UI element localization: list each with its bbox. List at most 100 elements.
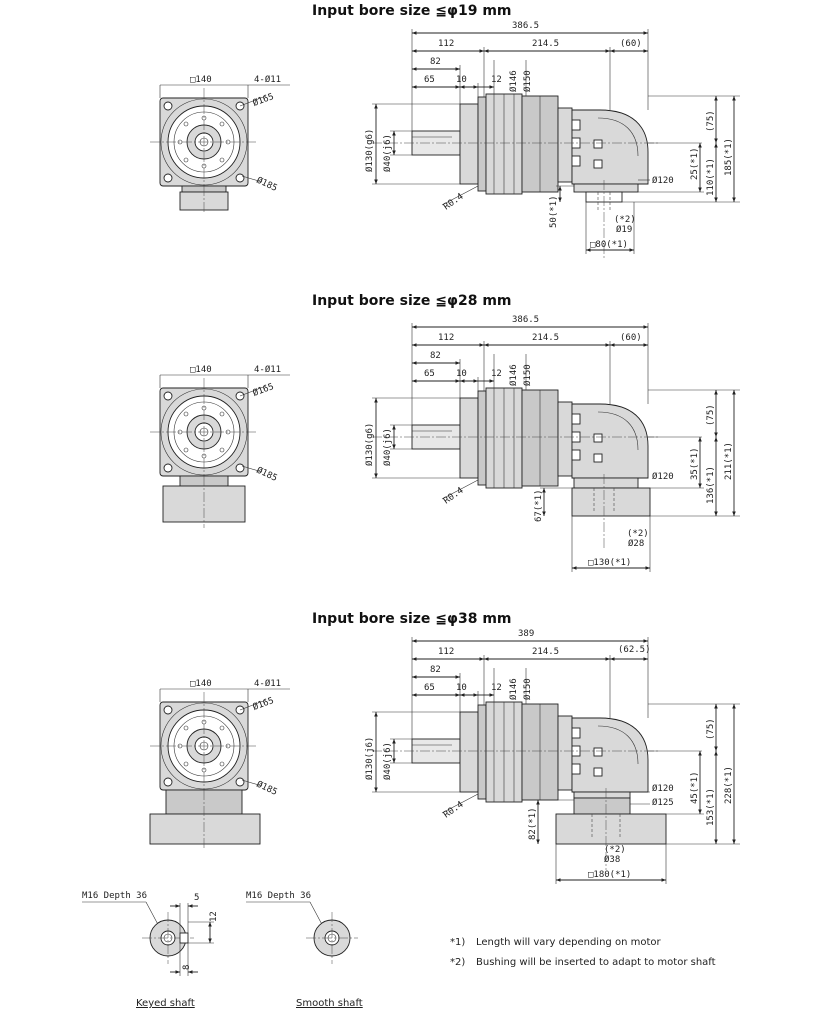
note-mark-1: *1) xyxy=(450,937,465,948)
dim-overall: 386.5 xyxy=(512,315,539,325)
dim-square: □140 xyxy=(190,75,212,85)
dim-pilot: Ø130(g6) xyxy=(364,129,375,172)
dim-tail: (62.5) xyxy=(618,645,651,655)
dim-shaft: Ø40(j6) xyxy=(382,742,393,780)
dim-67: 67(*1) xyxy=(534,489,544,522)
dim-146: Ø146 xyxy=(508,364,519,386)
dim-150: Ø150 xyxy=(522,364,533,386)
dim-output-length: 112 xyxy=(438,39,454,49)
smooth-thread-label: M16 Depth 36 xyxy=(246,891,311,901)
key-depth: 8 xyxy=(182,965,192,970)
front-view: □140 4-Ø11 Ø165 Ø185 xyxy=(149,74,291,214)
dim-flange-dia: Ø120 xyxy=(652,471,674,482)
side-view: 386.5 112 214.5 (60) 82 65 10 12 Ø146 Ø1… xyxy=(364,21,740,260)
dim-65: 65 xyxy=(424,683,435,693)
dim-diag: Ø185 xyxy=(255,779,279,798)
view-title: Input bore size ≦φ38 mm xyxy=(312,611,512,627)
dim-holes: 4-Ø11 xyxy=(254,678,281,689)
dim-overall: 386.5 xyxy=(512,21,539,31)
dim-shaft-length: 82 xyxy=(430,351,441,361)
note-text-2: Bushing will be inserted to adapt to mot… xyxy=(476,957,716,968)
dim-shaft-length: 82 xyxy=(430,665,441,675)
dim-65: 65 xyxy=(424,75,435,85)
dim-10: 10 xyxy=(456,683,467,693)
dim-flange-dia: Ø120 xyxy=(652,175,674,186)
dim-pcd: Ø165 xyxy=(251,695,275,713)
front-view: □140 4-Ø11 Ø165 Ø185 xyxy=(149,364,291,528)
dim-flange-dia-2: Ø125 xyxy=(652,797,674,808)
dim-10: 10 xyxy=(456,369,467,379)
dim-body-length: 214.5 xyxy=(532,647,559,657)
dim-12: 12 xyxy=(491,369,502,379)
dim-holes: 4-Ø11 xyxy=(254,364,281,375)
dim-overall: 389 xyxy=(518,629,534,639)
dim-square: □140 xyxy=(190,679,212,689)
dim-holes: 4-Ø11 xyxy=(254,74,281,85)
dim-tail: (60) xyxy=(620,39,642,49)
smooth-caption: Smooth shaft xyxy=(296,998,363,1009)
dim-radius: R0.4 xyxy=(442,192,466,213)
key-width: 5 xyxy=(194,893,199,903)
dim-65: 65 xyxy=(424,369,435,379)
dim-150: Ø150 xyxy=(522,70,533,92)
dim-shaft: Ø40(j6) xyxy=(382,428,393,466)
dim-flange-dia: Ø120 xyxy=(652,783,674,794)
dim-75: (75) xyxy=(706,718,716,740)
keyed-caption: Keyed shaft xyxy=(136,998,195,1009)
dim-12: 12 xyxy=(491,75,502,85)
dim-output-length: 112 xyxy=(438,333,454,343)
dim-pilot: Ø130(j6) xyxy=(364,737,375,780)
view-title: Input bore size ≦φ28 mm xyxy=(312,293,512,309)
dim-82: 82(*1) xyxy=(528,807,538,840)
dim-radius: R0.4 xyxy=(442,486,466,507)
dim-35: 35(*1) xyxy=(690,447,700,480)
smooth-shaft-detail: M16 Depth 36 Smooth shaft xyxy=(246,891,363,1009)
dim-150: Ø150 xyxy=(522,678,533,700)
dim-75: (75) xyxy=(706,404,716,426)
dim-diag: Ø185 xyxy=(255,175,279,194)
dim-185: 185(*1) xyxy=(724,138,734,176)
dim-pcd: Ø165 xyxy=(251,91,275,109)
keyed-shaft-detail: M16 Depth 36 5 12 8 Keyed shaft xyxy=(82,891,219,1009)
dim-146: Ø146 xyxy=(508,678,519,700)
dim-motor-square: □80(*1) xyxy=(590,240,628,250)
view-bore-28: Input bore size ≦φ28 mm □140 4-Ø11 Ø165 … xyxy=(149,293,740,572)
dim-shaft-length: 82 xyxy=(430,57,441,67)
dim-diag: Ø185 xyxy=(255,465,279,484)
dim-25: 25(*1) xyxy=(690,147,700,180)
front-view: □140 4-Ø11 Ø165 Ø185 xyxy=(149,678,291,850)
side-view: 386.5 112 214.5 (60) 82 65 10 12 Ø146 Ø1… xyxy=(364,315,740,572)
bushing-note: (*2) xyxy=(614,215,636,225)
dim-bore: Ø38 xyxy=(604,854,620,865)
dim-50: 50(*1) xyxy=(549,195,559,228)
dim-228: 228(*1) xyxy=(724,766,734,804)
notes: *1) Length will vary depending on motor … xyxy=(450,937,716,968)
dim-pilot: Ø130(g6) xyxy=(364,423,375,466)
dim-110: 110(*1) xyxy=(706,158,716,196)
dim-45: 45(*1) xyxy=(690,771,700,804)
view-bore-38: Input bore size ≦φ38 mm □140 4-Ø11 Ø165 … xyxy=(149,611,740,884)
bushing-note: (*2) xyxy=(604,845,626,855)
dim-10: 10 xyxy=(456,75,467,85)
dim-motor-square: □180(*1) xyxy=(588,870,631,880)
dim-bore: Ø28 xyxy=(628,538,644,549)
dim-211: 211(*1) xyxy=(724,442,734,480)
dim-75: (75) xyxy=(706,110,716,132)
side-view: 389 112 214.5 (62.5) 82 65 10 12 Ø146 Ø1… xyxy=(364,629,740,884)
note-text-1: Length will vary depending on motor xyxy=(476,937,661,948)
dim-pcd: Ø165 xyxy=(251,381,275,399)
dim-body-length: 214.5 xyxy=(532,39,559,49)
dim-146: Ø146 xyxy=(508,70,519,92)
dim-12: 12 xyxy=(491,683,502,693)
dim-153: 153(*1) xyxy=(706,788,716,826)
key-height: 12 xyxy=(209,911,219,922)
dim-output-length: 112 xyxy=(438,647,454,657)
dim-bore: Ø19 xyxy=(616,224,632,235)
view-bore-19: Input bore size ≦φ19 mm □140 4-Ø11 Ø165 … xyxy=(149,3,740,260)
dim-body-length: 214.5 xyxy=(532,333,559,343)
dim-tail: (60) xyxy=(620,333,642,343)
view-title: Input bore size ≦φ19 mm xyxy=(312,3,512,19)
dim-motor-square: □130(*1) xyxy=(588,558,631,568)
keyed-thread-label: M16 Depth 36 xyxy=(82,891,147,901)
